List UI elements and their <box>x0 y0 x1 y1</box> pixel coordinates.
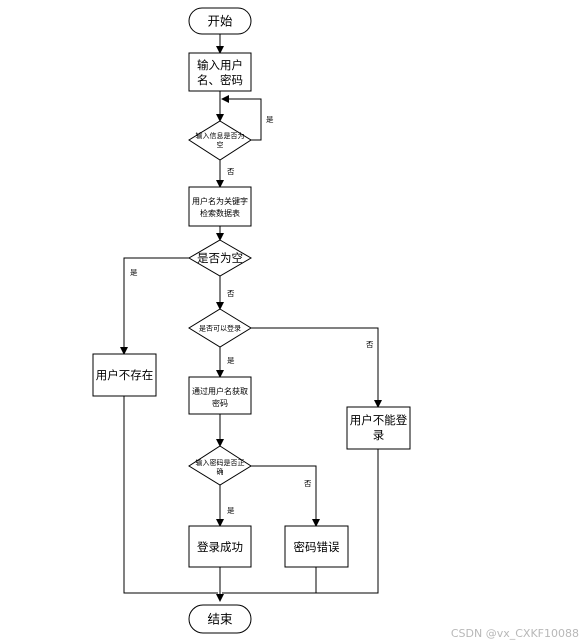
get-password-label-line2: 密码 <box>212 398 228 408</box>
search-db-node: 用户名为关键字 检索数据表 <box>188 186 252 227</box>
cannot-login-label-line1: 用户不能登 <box>350 413 408 427</box>
can-login-label: 是否可以登录 <box>199 324 241 333</box>
check-empty-input-label-line1: 输入信息是否为 <box>196 131 245 140</box>
check-empty-input-label-line2: 空 <box>217 140 224 149</box>
label-password-yes: 是 <box>227 506 235 515</box>
password-correct-label-line2: 确 <box>217 467 224 476</box>
edge-pwd-error-to-end <box>222 567 317 594</box>
watermark: CSDN @vx_CXKF10088 <box>451 627 579 640</box>
input-label-line1: 输入用户 <box>197 58 243 72</box>
search-db-label-line2: 检索数据表 <box>200 208 240 218</box>
login-success-label: 登录成功 <box>197 540 243 554</box>
label-password-no: 否 <box>304 479 312 488</box>
get-password-label-line1: 通过用户名获取 <box>192 386 248 396</box>
password-correct-label-line1: 输入密码是否正 <box>196 458 245 467</box>
edge-labels: 是 否 是 否 是 否 是 否 <box>130 115 374 515</box>
password-correct-decision: 输入密码是否正 确 <box>188 445 252 486</box>
label-is-empty-yes: 是 <box>130 268 138 277</box>
label-is-empty-no: 否 <box>227 289 235 298</box>
edge-cannot-login-to-end <box>222 449 379 594</box>
check-empty-input-decision: 输入信息是否为 空 <box>188 120 252 161</box>
edge-not-exist-to-end <box>123 396 218 594</box>
edge-check-loop-yes <box>221 95 262 141</box>
search-db-label-line1: 用户名为关键字 <box>192 196 248 206</box>
start-node: 开始 <box>188 7 252 35</box>
label-input-empty-no: 否 <box>227 167 235 176</box>
start-label: 开始 <box>207 14 233 29</box>
label-can-login-yes: 是 <box>227 356 235 365</box>
edge-can-login-no <box>251 327 382 408</box>
cannot-login-label-line2: 录 <box>373 428 385 442</box>
can-login-decision: 是否可以登录 <box>188 308 252 348</box>
edge-empty-yes-to-not-exist <box>120 257 189 355</box>
password-error-node: 密码错误 <box>284 525 349 568</box>
label-can-login-no: 否 <box>366 340 374 349</box>
password-error-label: 密码错误 <box>294 540 340 554</box>
get-password-node: 通过用户名获取 密码 <box>188 376 252 415</box>
input-node: 输入用户 名、密码 <box>188 52 252 92</box>
user-not-exist-label: 用户不存在 <box>96 368 154 382</box>
is-empty-decision: 是否为空 <box>188 239 252 277</box>
login-success-node: 登录成功 <box>188 525 252 568</box>
cannot-login-node: 用户不能登 录 <box>346 406 411 450</box>
edge-pwd-no <box>251 465 320 527</box>
input-label-line2: 名、密码 <box>197 73 243 87</box>
end-label: 结束 <box>207 612 233 627</box>
is-empty-label: 是否为空 <box>197 251 243 265</box>
label-input-empty-yes: 是 <box>266 115 274 124</box>
user-not-exist-node: 用户不存在 <box>92 353 157 397</box>
connectors <box>120 34 382 602</box>
end-node: 结束 <box>188 604 252 634</box>
